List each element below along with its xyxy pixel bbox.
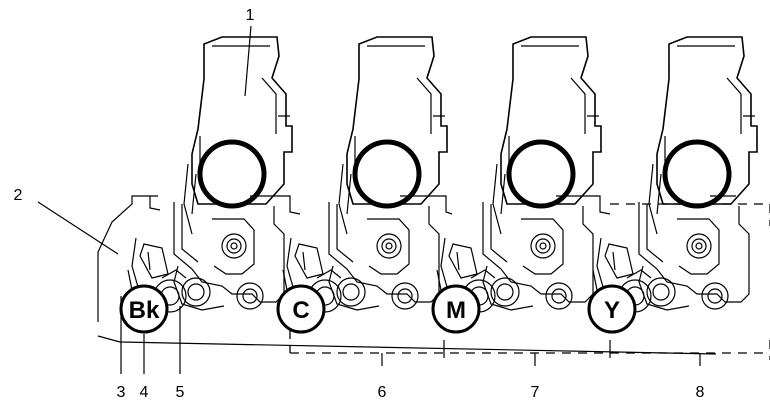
callout-4: 4: [140, 384, 149, 401]
callout-1: 1: [246, 7, 255, 24]
callout-6: 6: [378, 384, 387, 401]
leader-1: [244, 25, 252, 97]
callout-3: 3: [117, 384, 126, 401]
transfer-belt-line: [97, 335, 717, 355]
badge-y: Y: [587, 284, 637, 334]
station-c-unit: [283, 37, 447, 312]
leader-2: [37, 201, 119, 255]
station-bk-unit: [128, 37, 292, 312]
callout-7: 7: [531, 384, 540, 401]
left-frame: [97, 195, 158, 322]
badge-m: M: [431, 284, 481, 334]
callout-2: 2: [14, 187, 23, 204]
badge-m-label: M: [446, 297, 466, 324]
badge-c-label: C: [292, 297, 309, 324]
station-m-unit: [437, 37, 601, 312]
callout-5: 5: [176, 384, 185, 401]
callout-8: 8: [696, 384, 705, 401]
badge-c: C: [276, 284, 326, 334]
badge-bk: Bk: [119, 284, 169, 334]
station-y-unit: [593, 37, 757, 312]
badge-bk-label: Bk: [129, 297, 160, 324]
badge-y-label: Y: [604, 297, 620, 324]
